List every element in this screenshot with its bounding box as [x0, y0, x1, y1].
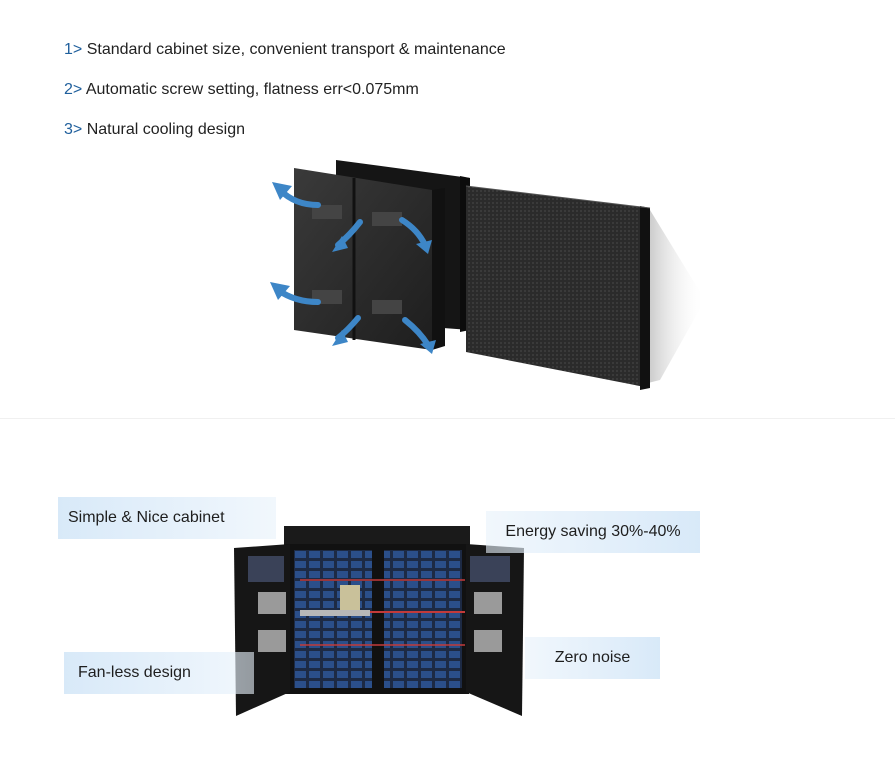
label-simple-cabinet: Simple & Nice cabinet [58, 497, 276, 539]
feature-item-1: 1> Standard cabinet size, convenient tra… [64, 38, 506, 78]
feature-number: 2> [64, 81, 83, 98]
label-text: Zero noise [554, 649, 631, 666]
label-fanless: Fan-less design [64, 652, 254, 694]
feature-text: Natural cooling design [86, 121, 246, 138]
cabinet-cooling-illustration [270, 160, 705, 390]
section-divider [0, 418, 895, 419]
feature-text: Automatic screw setting, flatness err<0.… [85, 81, 419, 98]
rear-cabinet [294, 168, 445, 350]
label-text: Simple & Nice cabinet [68, 509, 225, 526]
label-text: Fan-less design [78, 664, 191, 681]
feature-item-3: 3> Natural cooling design [64, 118, 506, 158]
feature-number: 3> [64, 121, 83, 138]
feature-text: Standard cabinet size, convenient transp… [86, 41, 506, 58]
feature-list: 1> Standard cabinet size, convenient tra… [64, 38, 506, 158]
label-energy-saving: Energy saving 30%-40% [486, 511, 700, 553]
feature-item-2: 2> Automatic screw setting, flatness err… [64, 78, 506, 118]
feature-number: 1> [64, 41, 83, 58]
led-screen-panel [465, 185, 705, 390]
cabinet-body [285, 544, 469, 694]
right-door [466, 544, 524, 716]
label-text: Energy saving 30%-40% [505, 523, 681, 540]
arrow-heads [270, 182, 436, 354]
label-zero-noise: Zero noise [525, 637, 660, 679]
